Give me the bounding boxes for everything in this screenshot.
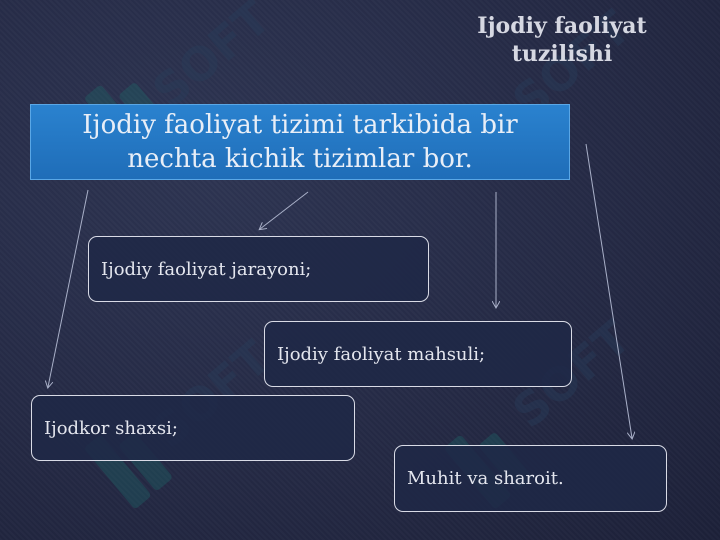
item-box-muhit: Muhit va sharoit. bbox=[394, 445, 667, 512]
slide-title: Ijodiy faoliyat tuzilishi bbox=[477, 13, 647, 67]
item-label: Ijodiy faoliyat mahsuli; bbox=[277, 343, 486, 365]
item-label: Muhit va sharoit. bbox=[407, 468, 564, 489]
main-statement-text: Ijodiy faoliyat tizimi tarkibida bir nec… bbox=[82, 110, 518, 174]
item-label: Ijodkor shaxsi; bbox=[44, 417, 178, 439]
item-label: Ijodiy faoliyat jarayoni; bbox=[101, 258, 312, 280]
arrow-to-jarayoni bbox=[260, 191, 309, 229]
item-box-shaxsi: Ijodkor shaxsi; bbox=[31, 395, 355, 461]
item-box-jarayoni: Ijodiy faoliyat jarayoni; bbox=[88, 236, 429, 302]
main-statement-banner: Ijodiy faoliyat tizimi tarkibida bir nec… bbox=[30, 104, 570, 180]
arrow-to-shaxsi bbox=[48, 189, 89, 387]
item-box-mahsuli: Ijodiy faoliyat mahsuli; bbox=[264, 321, 572, 387]
arrow-to-muhit bbox=[585, 143, 632, 438]
